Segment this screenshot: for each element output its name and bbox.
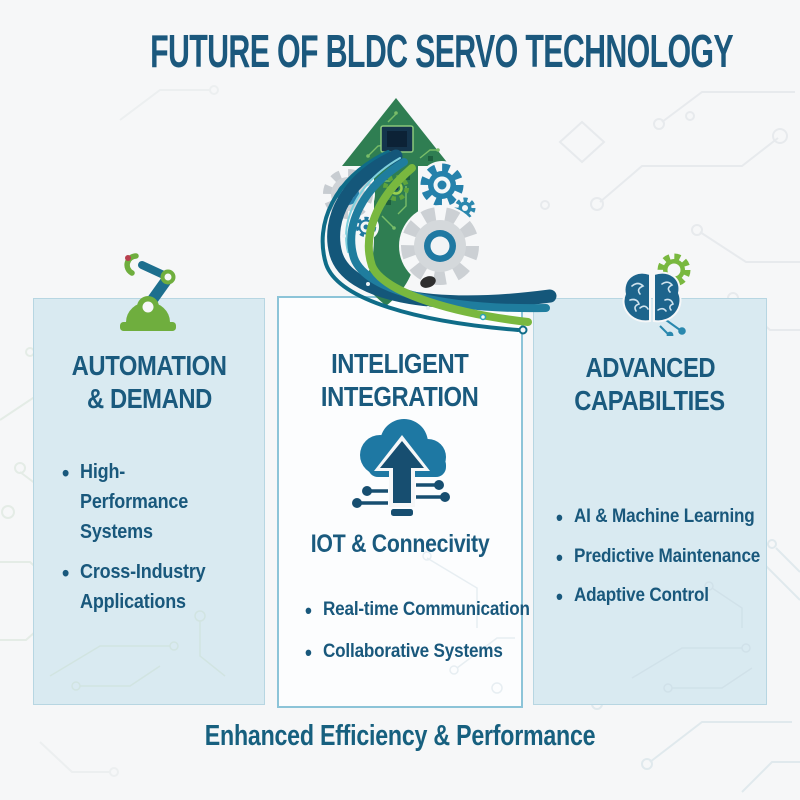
- header-line: INTELIGENT: [331, 348, 469, 379]
- bullet-item: High-Performance Systems: [62, 456, 229, 547]
- bullet-item: Real-time Communication: [305, 597, 530, 625]
- column-header-automation: AUTOMATION & DEMAND: [34, 349, 264, 415]
- panel-intelligent-integration: INTELIGENT INTEGRATION IOT & Connecivity…: [277, 296, 530, 708]
- gear-blue-top-icon: [418, 161, 466, 209]
- robot-arm-icon: [120, 253, 176, 331]
- cloud-upload-icon: [352, 419, 450, 516]
- bullet-item: AI & Machine Learning: [556, 504, 760, 532]
- page-title: FUTURE OF BLDC SERVO TECHNOLOGY: [0, 24, 800, 78]
- header-line: AUTOMATION: [71, 350, 227, 381]
- bullet-item: Cross-Industry Applications: [62, 556, 229, 617]
- growth-arrow-graphic: [320, 98, 557, 335]
- footer-text: Enhanced Efficiency & Performance: [204, 720, 596, 752]
- iot-connectivity-subtitle: IOT & Connecivity: [310, 530, 490, 558]
- footer-caption: Enhanced Efficiency & Performance: [0, 720, 800, 753]
- bullet-item: Collaborative Systems: [305, 639, 530, 667]
- header-line: ADVANCED: [585, 352, 715, 383]
- panel-automation-demand: AUTOMATION & DEMAND High-Performance Sys…: [33, 298, 265, 705]
- tech-swoosh-ribbons: [320, 149, 557, 335]
- circuit-tails: [659, 319, 686, 336]
- bullet-list-capabilities: AI & Machine Learning Predictive Mainten…: [556, 504, 760, 624]
- header-line: & DEMAND: [86, 383, 212, 415]
- column-header-integration: INTELIGENT INTEGRATION: [279, 347, 521, 413]
- bullet-list-integration: Real-time Communication Collaborative Sy…: [305, 597, 530, 681]
- column-header-capabilities: ADVANCED CAPABILTIES: [534, 351, 766, 417]
- bullet-item: Predictive Maintenance: [556, 544, 760, 572]
- bullet-list-automation: High-Performance Systems Cross-Industry …: [62, 456, 229, 627]
- bullet-item: Adaptive Control: [556, 583, 760, 611]
- gear-silver-big-icon: [399, 205, 481, 288]
- brain-gear-icon: [622, 253, 691, 336]
- page-title-text: FUTURE OF BLDC SERVO TECHNOLOGY: [150, 25, 733, 77]
- header-line: INTEGRATION: [321, 381, 479, 413]
- panel-advanced-capabilities: ADVANCED CAPABILTIES AI & Machine Learni…: [533, 298, 767, 705]
- header-line: CAPABILTIES: [574, 385, 726, 417]
